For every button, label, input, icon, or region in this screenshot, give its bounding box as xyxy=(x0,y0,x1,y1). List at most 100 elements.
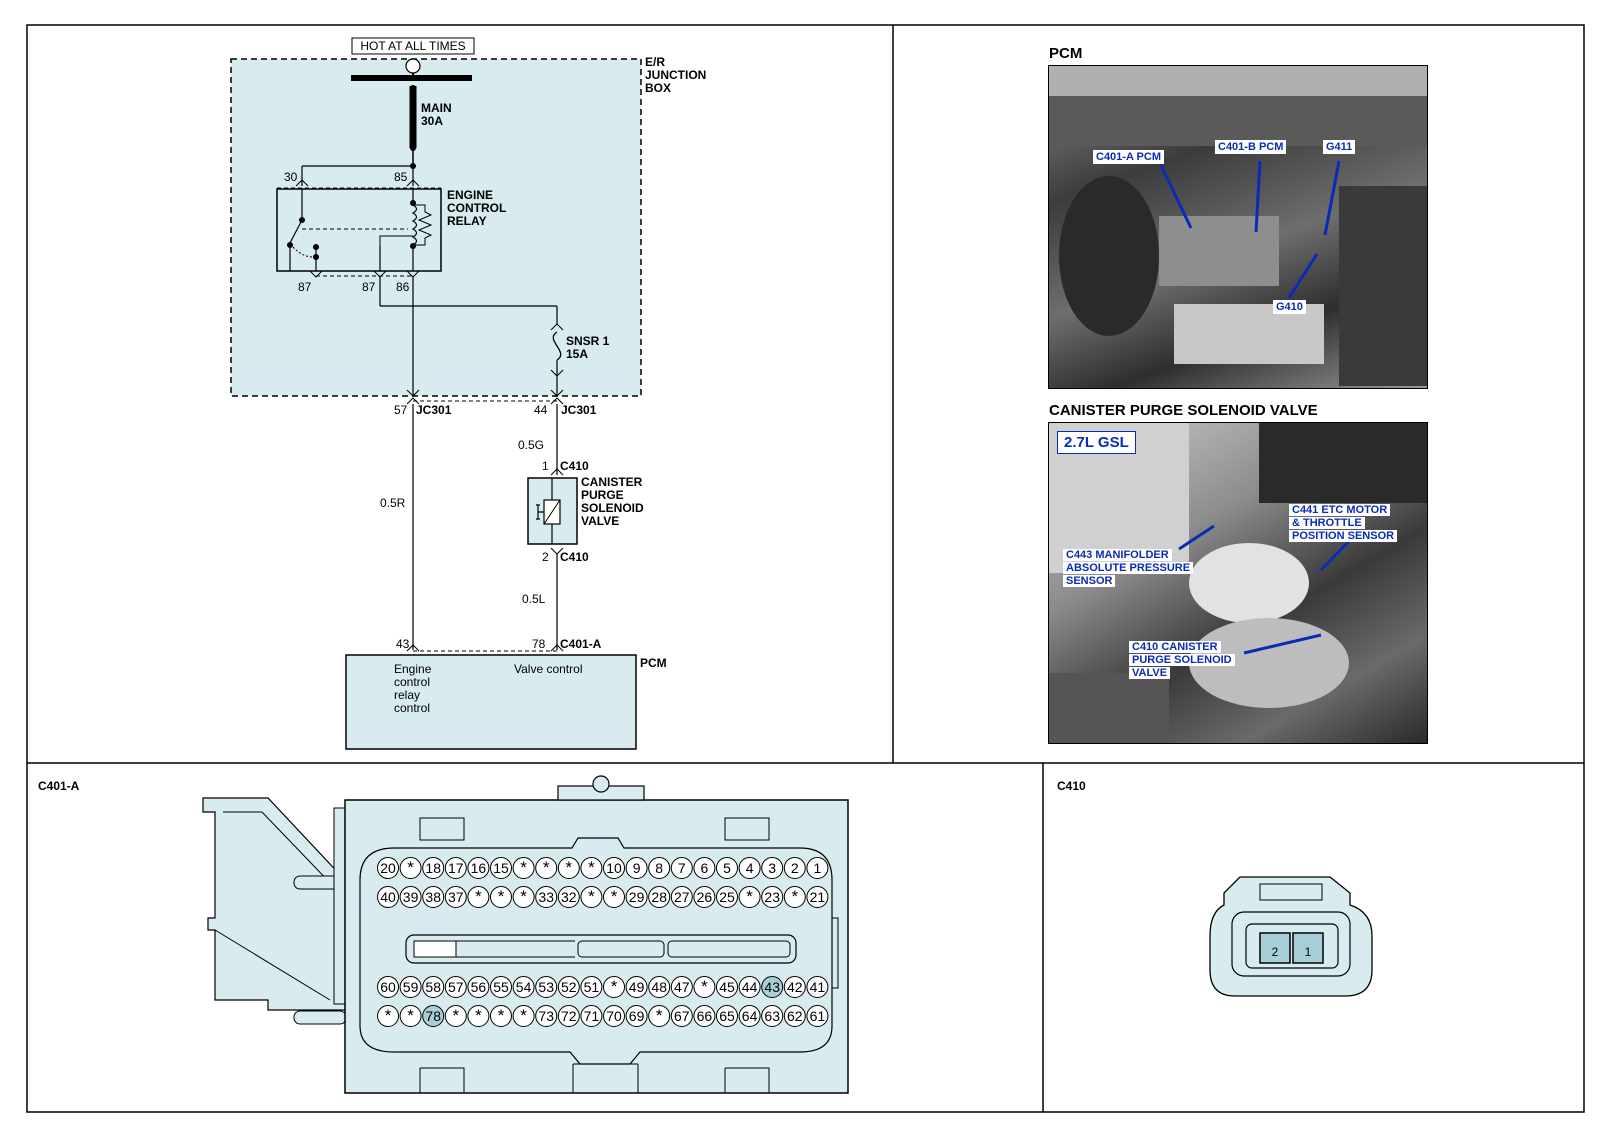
c401a-pin xyxy=(693,857,716,879)
c401a-pin xyxy=(467,976,490,998)
relay-label-3: RELAY xyxy=(447,214,487,228)
wire-0-5r: 0.5R xyxy=(380,496,406,510)
c401a-pin-label: * xyxy=(701,977,708,996)
junction-box-label-1: E/R xyxy=(645,55,665,69)
c401a-pin-label: 48 xyxy=(651,979,667,995)
c401a-pin xyxy=(716,857,738,879)
c401a-pin-label: 45 xyxy=(719,979,735,995)
pcm-pin-78: 78 xyxy=(532,637,546,651)
c401a-pin-label: 51 xyxy=(584,979,600,995)
c410-title: C410 xyxy=(1057,779,1086,793)
snsr-fuse-label-1: SNSR 1 xyxy=(566,334,610,348)
c401a-pin-label: 27 xyxy=(674,889,690,905)
wiring-schematic: HOT AT ALL TIMES E/R JUNCTION BOX MAIN 3… xyxy=(230,37,706,750)
callout-c443-line3: SENSOR xyxy=(1063,575,1116,587)
c401a-pin xyxy=(625,976,648,998)
pcm-text-4: control xyxy=(394,701,430,715)
c401a-pin xyxy=(716,886,738,908)
c401a-pin-label: 20 xyxy=(380,860,396,876)
c401a-pin xyxy=(693,976,716,998)
c401a-pin xyxy=(535,886,558,908)
c401a-pin xyxy=(422,1005,445,1027)
c401a-pin-label: 54 xyxy=(516,979,532,995)
c401a-pin xyxy=(648,1005,671,1027)
c401a-pin xyxy=(806,1005,829,1027)
c401a-pin xyxy=(377,1005,399,1027)
c401a-pin xyxy=(783,976,806,998)
c401a-pin xyxy=(716,1005,738,1027)
jc301-right-pin: 44 xyxy=(534,403,548,417)
c401a-pin xyxy=(625,886,648,908)
callout-c401b-pcm: C401-B PCM xyxy=(1215,140,1287,154)
c401a-pin xyxy=(490,886,512,908)
pcm-name: PCM xyxy=(640,656,667,670)
c401a-pin-label: 8 xyxy=(655,860,663,876)
c401a-pin xyxy=(603,857,625,879)
c401a-pin xyxy=(399,976,422,998)
main-fuse-label-1: MAIN xyxy=(421,101,452,115)
valve-photo: 2.7L GSL C443 MANIFOLDER ABSOLUTE PRESSU… xyxy=(1048,422,1428,744)
c401a-pin-label: 37 xyxy=(448,889,464,905)
c401a-pin xyxy=(761,886,784,908)
c410-top-name: C410 xyxy=(560,459,589,473)
c401a-pin xyxy=(467,886,490,908)
callout-c401a-pcm: C401-A PCM xyxy=(1093,150,1164,164)
pcm-photo-drawing xyxy=(1049,66,1427,386)
c401a-pin-label: * xyxy=(611,887,618,906)
c401a-pin xyxy=(806,976,829,998)
c401a-pin-label: 41 xyxy=(810,979,826,995)
c401a-pin-label: * xyxy=(746,887,753,906)
c401a-pin xyxy=(535,976,558,998)
c401a-pin xyxy=(761,976,784,998)
c401a-pin xyxy=(557,1005,580,1027)
c401a-pin-label: 18 xyxy=(425,860,441,876)
c401a-pin-label: 64 xyxy=(742,1008,758,1024)
c401a-pin-label: * xyxy=(475,887,482,906)
c410-pin-1-label: 1 xyxy=(1305,945,1312,959)
c401a-pin-label: * xyxy=(588,858,595,877)
pcm-connector-name: C401-A xyxy=(560,637,602,651)
relay-pin-87b: 87 xyxy=(362,280,376,294)
c401a-pin-label: * xyxy=(475,1006,482,1025)
junction-box-label-3: BOX xyxy=(645,81,671,95)
c401a-pin xyxy=(422,857,445,879)
c401a-pin-label: 3 xyxy=(768,860,776,876)
c401a-pin-label: 49 xyxy=(629,979,645,995)
c401a-pin xyxy=(490,976,512,998)
c401a-pin xyxy=(670,976,693,998)
pcm-text-2: control xyxy=(394,675,430,689)
c401a-pin-label: 28 xyxy=(651,889,667,905)
c401a-pin-label: * xyxy=(588,887,595,906)
c401a-pin xyxy=(512,976,535,998)
c401a-pin xyxy=(648,857,671,879)
c401a-pin xyxy=(693,1005,716,1027)
c401a-pin xyxy=(422,976,445,998)
c401a-pin xyxy=(580,1005,603,1027)
c401a-pin-label: * xyxy=(543,858,550,877)
jc301-right-name: JC301 xyxy=(561,403,597,417)
c401a-pin-label: 43 xyxy=(764,979,780,995)
c401a-pin-label: * xyxy=(611,977,618,996)
c401a-pin-label: 71 xyxy=(584,1008,600,1024)
c401a-pin-label: 73 xyxy=(538,1008,554,1024)
page-frame xyxy=(26,24,1585,1113)
wire-0-5l: 0.5L xyxy=(522,592,546,606)
c401a-pin-label: 60 xyxy=(380,979,396,995)
c401a-pin xyxy=(783,857,806,879)
c401a-pin-label: * xyxy=(385,1006,392,1025)
c401a-pin xyxy=(377,857,399,879)
c401a-pin-label: 72 xyxy=(561,1008,577,1024)
c401a-pin xyxy=(761,857,784,879)
pcm-text-3: relay xyxy=(394,688,420,702)
c401a-pin xyxy=(580,886,603,908)
relay-pin-85: 85 xyxy=(394,170,408,184)
c401a-pin-label: * xyxy=(656,1006,663,1025)
c401a-pin-label: 40 xyxy=(380,889,396,905)
relay-pin-30: 30 xyxy=(284,170,298,184)
c401a-pin-label: 70 xyxy=(606,1008,622,1024)
c401a-pin xyxy=(670,857,693,879)
c401a-pin xyxy=(806,857,829,879)
c401a-pin xyxy=(580,857,603,879)
valve-label-2: PURGE xyxy=(581,488,624,502)
junction-box-label-2: JUNCTION xyxy=(645,68,706,82)
